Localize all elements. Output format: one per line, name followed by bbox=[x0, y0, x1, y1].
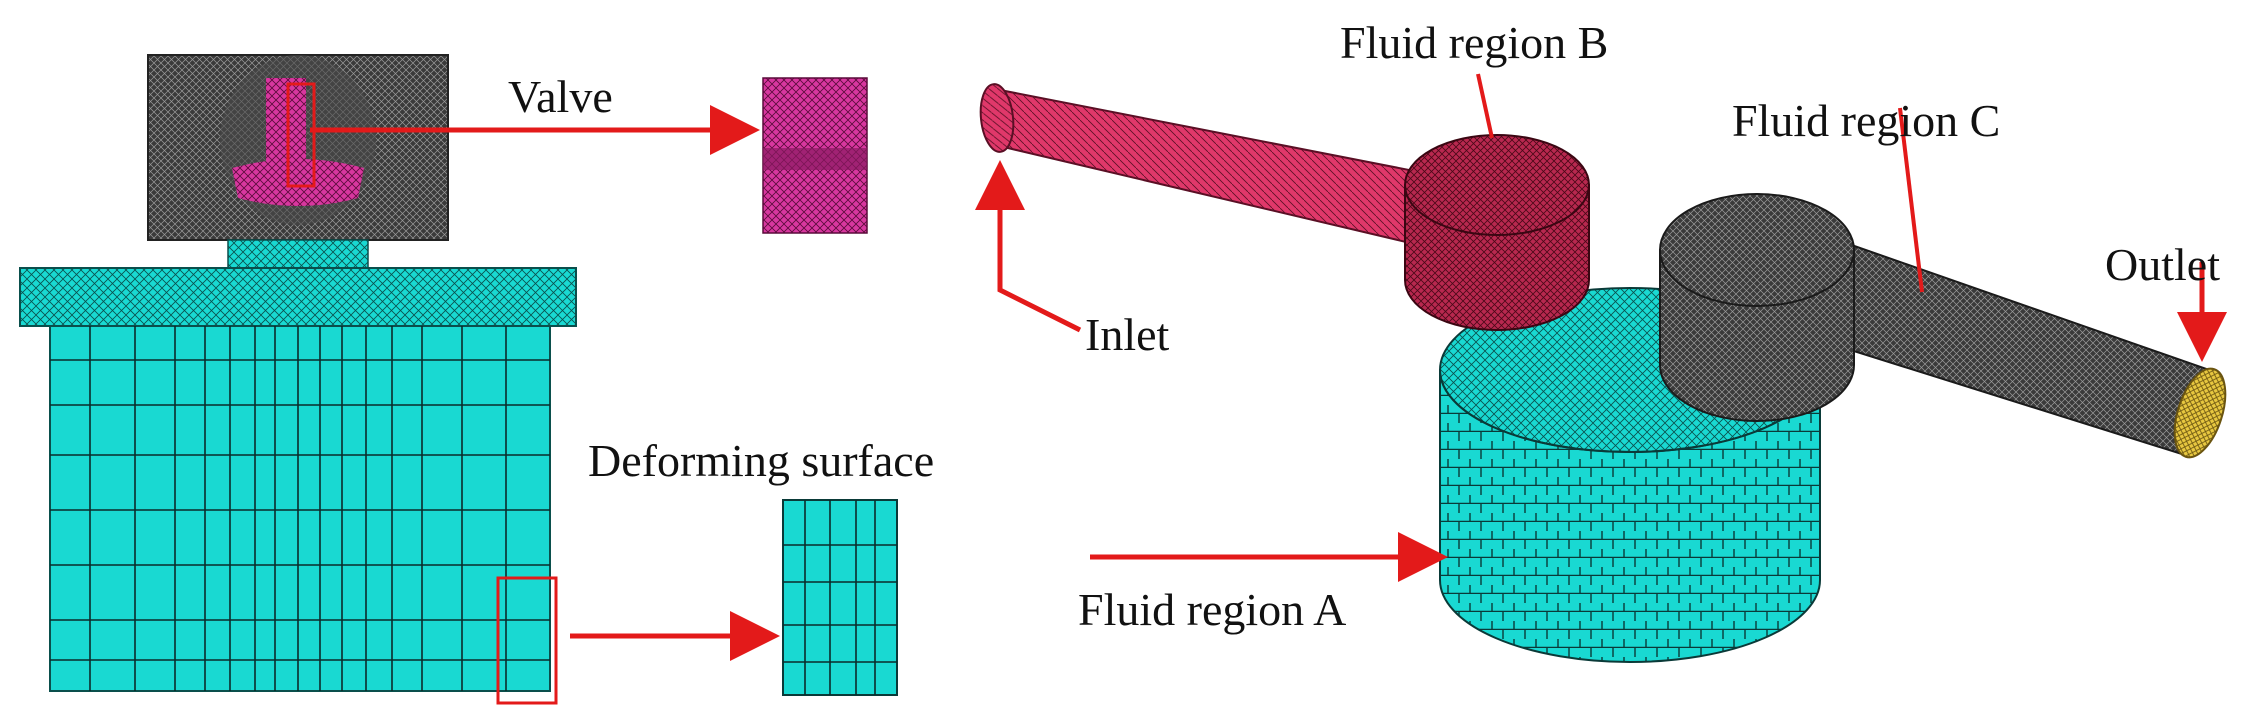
solid-mesh-assembly bbox=[19, 54, 577, 705]
label-fluid-region-b: Fluid region B bbox=[1340, 17, 1608, 68]
cylinder-body-mesh bbox=[49, 325, 551, 692]
fluid-region-b-mesh bbox=[1404, 134, 1590, 331]
flange-mesh bbox=[19, 267, 577, 327]
inlet-arrow bbox=[975, 160, 1082, 333]
fluid-region-c-mesh bbox=[1659, 193, 2227, 459]
label-valve: Valve bbox=[508, 71, 613, 122]
valve-head-mesh bbox=[232, 159, 364, 206]
fluid-region-b-leader bbox=[1476, 73, 1494, 139]
deforming-surface-callout-box bbox=[496, 576, 558, 705]
label-outlet: Outlet bbox=[2105, 239, 2220, 290]
cylinder-grid-lines bbox=[50, 326, 550, 691]
neck-mesh bbox=[227, 239, 369, 269]
label-inlet: Inlet bbox=[1085, 309, 1170, 360]
valve-callout-box bbox=[286, 82, 316, 188]
label-deforming-surface: Deforming surface bbox=[588, 435, 934, 486]
fluid-domain-assembly bbox=[979, 83, 2227, 663]
valve-zoom-inset bbox=[762, 77, 868, 234]
deforming-surface-zoom-inset bbox=[782, 499, 898, 696]
outlet-face-mesh bbox=[2173, 367, 2227, 459]
label-fluid-region-c: Fluid region C bbox=[1732, 95, 2000, 146]
label-fluid-region-a: Fluid region A bbox=[1078, 584, 1346, 635]
fluid-region-c-leader bbox=[1898, 107, 1924, 293]
inlet-pipe-mesh bbox=[979, 83, 1452, 252]
